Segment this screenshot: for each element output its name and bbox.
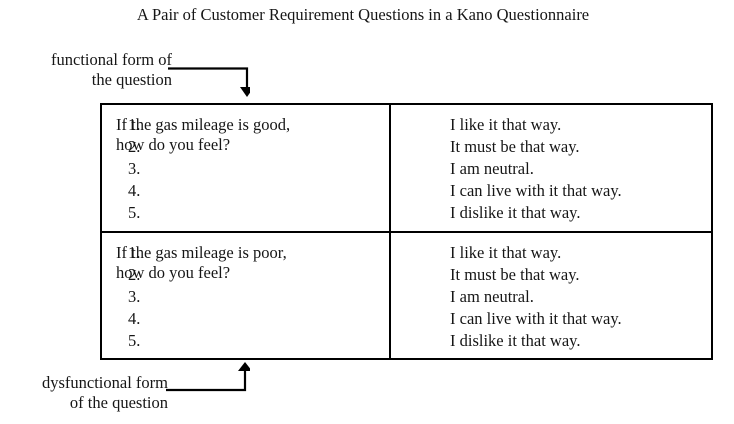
answer-number: 5. [128,330,141,350]
functional-form-label: functional form of the question [7,50,172,90]
answer-text: I can live with it that way. [450,181,622,200]
arrow-down-icon [168,67,250,97]
list-item[interactable]: 1. I like it that way. [128,114,728,136]
list-item[interactable]: 3. I am neutral. [128,286,728,308]
question-text-dysfunctional: If the gas mileage is poor, how do you f… [102,233,389,283]
question-cell-functional: If the gas mileage is good, how do you f… [102,105,391,233]
kano-questionnaire-table: If the gas mileage is good, how do you f… [100,103,713,360]
answer-number: 3. [128,286,141,306]
list-item[interactable]: 5. I dislike it that way. [128,330,728,352]
list-item[interactable]: 2. It must be that way. [128,136,728,158]
answer-number: 5. [128,203,141,222]
functional-form-leader-arrow [168,62,250,102]
table-row: If the gas mileage is poor, how do you f… [102,231,713,359]
answer-text: It must be that way. [450,137,580,156]
dysfunctional-form-leader-arrow [166,360,250,394]
answer-number: 2. [128,137,141,156]
answer-number: 4. [128,181,141,200]
question-cell-dysfunctional: If the gas mileage is poor, how do you f… [102,231,391,358]
answer-text: I like it that way. [450,242,562,262]
question-line-1: If the gas mileage is good, [116,115,291,134]
answers-cell-functional: 1. I like it that way. 2. It must be that … [128,105,713,233]
list-item[interactable]: 4. I can live with it that way. [128,308,728,330]
kano-table-grid: If the gas mileage is good, how do you f… [102,105,713,358]
list-item[interactable]: 4. I can live with it that way. [128,180,728,202]
table-row: If the gas mileage is good, how do you f… [102,105,713,233]
answer-text: It must be that way. [450,264,580,284]
list-item[interactable]: 3. I am neutral. [128,158,728,180]
arrow-up-icon [166,362,250,392]
dysfunctional-form-label: dysfunctional form of the question [4,373,168,413]
answer-text: I dislike it that way. [450,330,581,350]
answer-text: I dislike it that way. [450,203,581,222]
question-line-2: how do you feel? [116,135,231,154]
answer-number: 2. [128,264,141,284]
answer-list-functional: 1. I like it that way. 2. It must be that … [128,105,713,224]
question-line-1: If the gas mileage is poor, [116,242,287,262]
answer-text: I am neutral. [450,286,534,306]
list-item[interactable]: 5. I dislike it that way. [128,202,728,224]
functional-form-label-line2: the question [91,70,172,89]
answer-number: 4. [128,308,141,328]
answer-number: 1. [128,115,141,134]
answer-number: 1. [128,242,141,262]
answer-text: I like it that way. [450,115,562,134]
question-line-2: how do you feel? [116,262,231,282]
list-item[interactable]: 2. It must be that way. [128,264,728,286]
list-item[interactable]: 1. I like it that way. [128,242,728,264]
answers-cell-dysfunctional: 1. I like it that way. 2. It must be that … [128,232,713,359]
figure-title: A Pair of Customer Requirement Questions… [136,5,590,24]
question-text-functional: If the gas mileage is good, how do you f… [102,105,389,155]
answer-text: I am neutral. [450,159,534,178]
dysfunctional-form-label-line2: of the question [69,393,168,412]
functional-form-label-line1: functional form of [51,50,172,69]
answer-number: 3. [128,159,141,178]
answer-text: I can live with it that way. [450,308,622,328]
answer-list-dysfunctional: 1. I like it that way. 2. It must be that … [128,233,713,352]
dysfunctional-form-label-line1: dysfunctional form [41,373,168,392]
